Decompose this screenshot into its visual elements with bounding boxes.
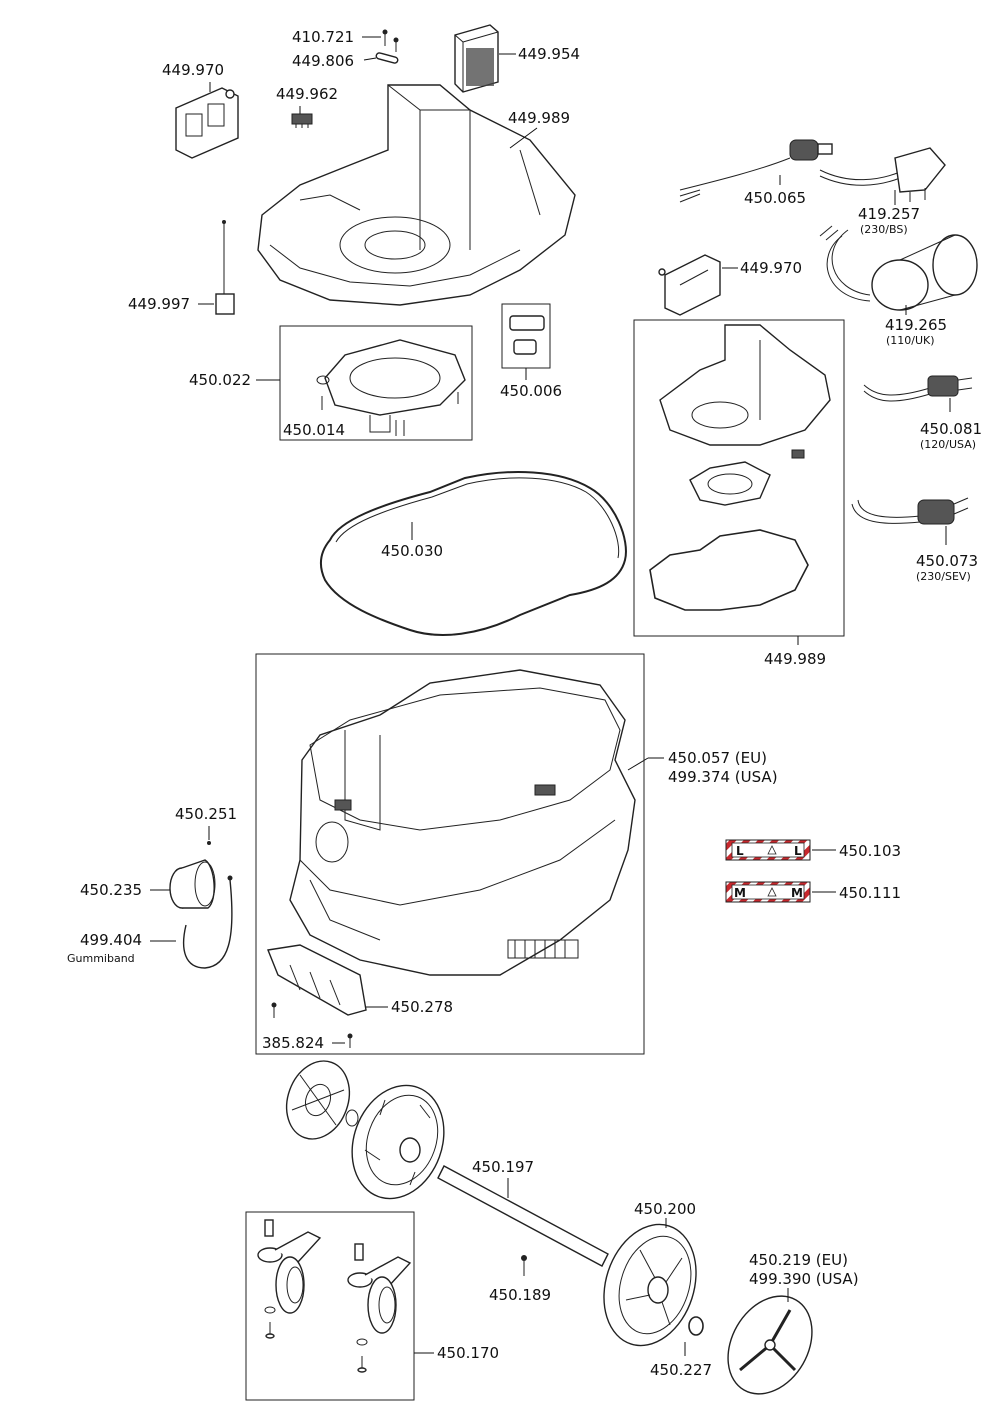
- sticker-l-class: L L: [725, 839, 811, 861]
- label-450-189: 450.189: [489, 1286, 551, 1304]
- label-450-200: 450.200: [634, 1200, 696, 1218]
- label-499-374: 499.374 (USA): [668, 768, 778, 786]
- label-449-806: 449.806: [292, 52, 354, 70]
- label-385-824: 385.824: [262, 1034, 324, 1052]
- sticker-l-letter: L: [736, 844, 744, 858]
- filter-holder-part: [316, 339, 466, 433]
- label-450-111: 450.111: [839, 884, 901, 902]
- label-419-257-sub: (230/BS): [860, 223, 908, 236]
- label-449-970-top: 449.970: [162, 61, 224, 79]
- head-assembly-box: [633, 319, 845, 637]
- filter-cartridge-part: [454, 24, 499, 93]
- terminal-part: [291, 113, 313, 128]
- container-part: [289, 669, 636, 976]
- label-450-006: 450.006: [500, 382, 562, 400]
- caster-box: [245, 1211, 415, 1401]
- sticker-l-letter-right: L: [794, 844, 802, 858]
- caster-right-part: [347, 1243, 412, 1373]
- label-450-227: 450.227: [650, 1361, 712, 1379]
- gasket-part: [319, 471, 627, 636]
- latch-box: [501, 303, 551, 369]
- plug-bs-part: [819, 147, 946, 202]
- label-450-065: 450.065: [744, 189, 806, 207]
- plug-uk-part: [819, 225, 978, 311]
- label-499-404: 499.404: [80, 931, 142, 949]
- label-449-997: 449.997: [128, 295, 190, 313]
- label-450-073: 450.073: [916, 552, 978, 570]
- switch-cover-part: [658, 254, 721, 316]
- sensor-wire-part: [215, 220, 235, 315]
- axle-part: [437, 1165, 609, 1267]
- label-450-170: 450.170: [437, 1344, 499, 1362]
- clip-part: [375, 52, 399, 64]
- plug-sev-part: [851, 497, 969, 525]
- wheel-left-part: [351, 1084, 445, 1200]
- label-410-721: 410.721: [292, 28, 354, 46]
- container-box: [255, 653, 645, 1055]
- label-450-081: 450.081: [920, 420, 982, 438]
- rotary-knob-part: [169, 859, 233, 969]
- screw-pair-part: [382, 29, 399, 52]
- label-450-219: 450.219 (EU): [749, 1251, 848, 1269]
- label-450-073-sub: (230/SEV): [916, 570, 971, 583]
- label-450-057: 450.057 (EU): [668, 749, 767, 767]
- label-499-404-sub: Gummiband: [67, 952, 135, 965]
- label-450-030: 450.030: [381, 542, 443, 560]
- wheel-hubcap-left-part: [285, 1060, 351, 1140]
- power-cable-part: [679, 139, 833, 203]
- label-419-265: 419.265: [885, 316, 947, 334]
- latch-part: [509, 315, 545, 355]
- sticker-m-class: M M: [725, 881, 811, 903]
- label-449-970-mid: 449.970: [740, 259, 802, 277]
- switch-module-part: [175, 87, 239, 159]
- head-assembly-part: [649, 324, 831, 611]
- label-450-014: 450.014: [283, 421, 345, 439]
- label-419-257: 419.257: [858, 205, 920, 223]
- label-450-235: 450.235: [80, 881, 142, 899]
- label-419-265-sub: (110/UK): [886, 334, 935, 347]
- washer-left-part: [345, 1109, 359, 1127]
- label-449-989-bot: 449.989: [764, 650, 826, 668]
- wheel-hubcap-right-part: [727, 1295, 813, 1395]
- washer-right-part: [688, 1316, 704, 1336]
- sticker-m-letter-right: M: [791, 886, 803, 900]
- label-450-251: 450.251: [175, 805, 237, 823]
- label-450-103: 450.103: [839, 842, 901, 860]
- sticker-m-letter: M: [734, 886, 746, 900]
- filter-holder-box: [279, 325, 473, 441]
- label-450-197: 450.197: [472, 1158, 534, 1176]
- label-449-989-top: 449.989: [508, 109, 570, 127]
- motor-housing-part: [257, 84, 576, 306]
- plug-usa-part: [863, 375, 973, 402]
- label-499-390: 499.390 (USA): [749, 1270, 859, 1288]
- label-450-278: 450.278: [391, 998, 453, 1016]
- caster-left-part: [257, 1219, 322, 1339]
- label-450-081-sub: (120/USA): [920, 438, 976, 451]
- wheel-right-part: [603, 1223, 697, 1347]
- label-449-954: 449.954: [518, 45, 580, 63]
- label-449-962: 449.962: [276, 85, 338, 103]
- label-450-022: 450.022: [189, 371, 251, 389]
- hose-holder-part: [267, 944, 367, 1016]
